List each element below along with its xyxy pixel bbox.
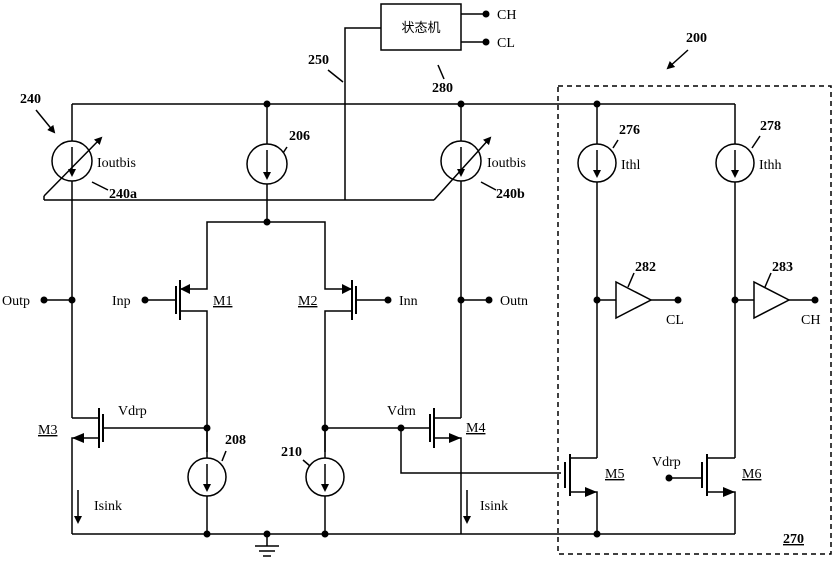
detector-block-270: 270 200 Ithl 276 Ithh 278 CL 282 C [557, 31, 832, 555]
output-nodes: Outp Outn [2, 294, 528, 418]
current-source-206: 206 [246, 104, 310, 226]
ref-280: 280 [432, 81, 453, 96]
ref-240a: 240a [109, 187, 137, 202]
ref-210: 210 [281, 445, 302, 460]
label-ithh: Ithh [759, 158, 782, 173]
ref-250: 250 [308, 53, 329, 68]
label-m6: M6 [742, 467, 761, 482]
current-source-210: 210 [281, 428, 345, 534]
current-source-240a: Ioutbis 240a 240 [20, 92, 137, 298]
label-m1: M1 [213, 294, 232, 309]
label-m5: M5 [605, 467, 624, 482]
label-m4: M4 [466, 421, 485, 436]
transistor-m3: Vdrp M3 Isink [38, 404, 211, 528]
ref-206: 206 [289, 129, 310, 144]
label-outp: Outp [2, 294, 30, 309]
label-ioutbis-left: Ioutbis [97, 156, 136, 171]
current-source-208: 208 [187, 428, 246, 534]
ref-283: 283 [772, 260, 793, 275]
label-isink-left: Isink [94, 499, 122, 514]
label-m2: M2 [298, 294, 317, 309]
label-ithl: Ithl [621, 158, 641, 173]
label-inn: Inn [399, 294, 418, 309]
current-source-240b: Ioutbis 240b [433, 104, 526, 298]
label-ch-output: CH [801, 313, 820, 328]
ref-200: 200 [686, 31, 707, 46]
transistor-m4: Vdrn M4 Isink [321, 404, 561, 528]
label-vdrp-left: Vdrp [118, 404, 147, 419]
ref-208: 208 [225, 433, 246, 448]
label-isink-right: Isink [480, 499, 508, 514]
state-machine-label: 状态机 [401, 21, 440, 36]
label-cl-output: CL [666, 313, 684, 328]
ref-278: 278 [760, 119, 781, 134]
supply-rail [72, 100, 735, 108]
ref-282: 282 [635, 260, 656, 275]
state-machine-block: 状态机 CH CL 280 250 [44, 3, 516, 201]
ref-240b: 240b [496, 187, 525, 202]
differential-pair: Inp M1 Inn M2 [112, 221, 418, 452]
label-outn: Outn [500, 294, 528, 309]
ground-rail [71, 528, 735, 557]
ref-240: 240 [20, 92, 41, 107]
ref-270: 270 [783, 532, 804, 547]
state-machine-ch-output: CH [497, 8, 516, 23]
label-vdrp-right: Vdrp [652, 455, 681, 470]
label-vdrn: Vdrn [387, 404, 416, 419]
ref-276: 276 [619, 123, 640, 138]
state-machine-cl-output: CL [497, 36, 515, 51]
label-m3: M3 [38, 423, 57, 438]
label-inp: Inp [112, 294, 131, 309]
label-ioutbis-right: Ioutbis [487, 156, 526, 171]
